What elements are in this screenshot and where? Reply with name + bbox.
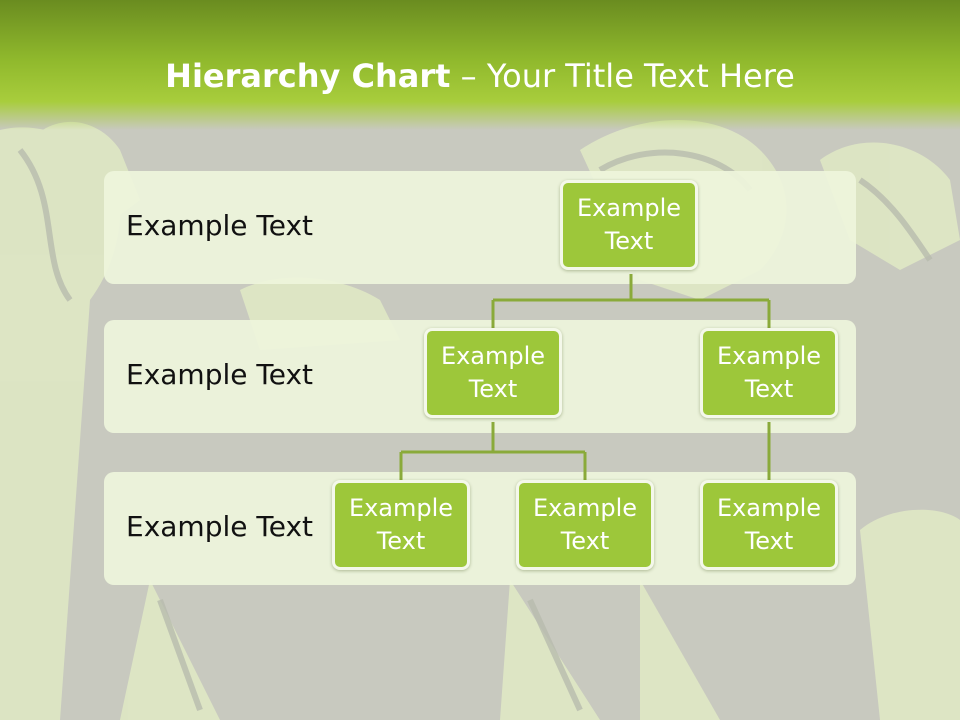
node-level3-right: Example Text — [700, 480, 838, 570]
node-level3-middle: Example Text — [516, 480, 654, 570]
node-root: Example Text — [560, 180, 698, 270]
title-bar — [0, 0, 960, 130]
node-level3-left: Example Text — [332, 480, 470, 570]
level-label-1: Example Text — [126, 209, 314, 242]
title-rest: – Your Title Text Here — [450, 57, 795, 95]
node-level2-right: Example Text — [700, 328, 838, 418]
level-band-1: Example Text — [104, 171, 856, 284]
level-label-3: Example Text — [126, 510, 314, 543]
title-bold: Hierarchy Chart — [165, 57, 451, 95]
node-level2-left: Example Text — [424, 328, 562, 418]
slide-title: Hierarchy Chart – Your Title Text Here — [0, 54, 960, 98]
level-label-2: Example Text — [126, 358, 314, 391]
